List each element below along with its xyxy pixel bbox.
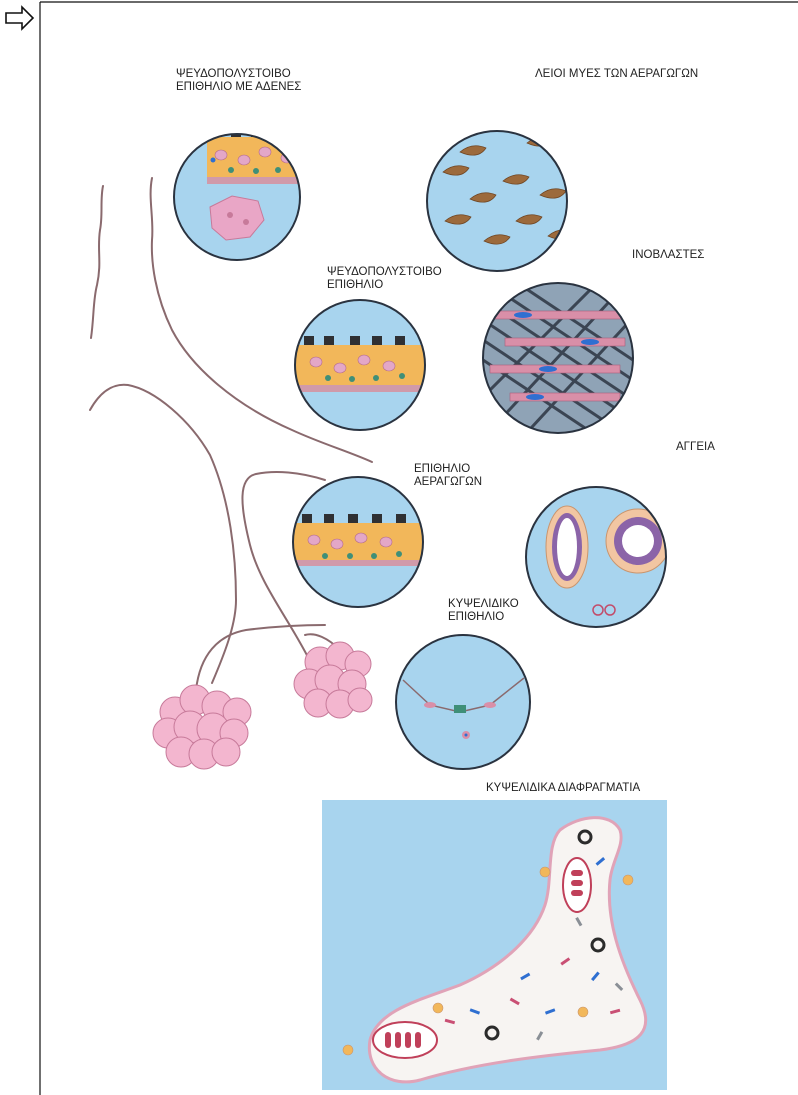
label-fibroblasts: ΙΝΟΒΛΑΣΤΕΣ	[632, 249, 704, 261]
pseudostratified-circle	[290, 300, 430, 430]
vessels-circle	[526, 487, 670, 627]
label-airway-epi-line1: ΕΠΙΘΗΛΙΟ	[414, 463, 470, 475]
label-pseudo-glands-line2: ΕΠΙΘΗΛΙΟ ΜΕ ΑΔΕΝΕΣ	[176, 81, 301, 93]
label-vessels: ΑΓΓΕΙΑ	[676, 441, 715, 453]
label-pseudo-line2: ΕΠΙΘΗΛΙΟ	[327, 279, 383, 291]
label-smooth-muscle: ΛΕΙΟΙ ΜΥΕΣ ΤΩΝ ΑΕΡΑΓΩΓΩΝ	[535, 68, 698, 80]
fibroblasts-circle	[480, 260, 640, 460]
label-alveolar-epi-line1: ΚΥΨΕΛΙΔΙΚΟ	[448, 598, 519, 610]
airway-epithelium-circle	[292, 477, 427, 607]
label-pseudo-glands-line1: ΨΕΥΔΟΠΟΛΥΣΤΟΙΒΟ	[176, 68, 291, 80]
alveolar-epithelium-circle	[396, 635, 530, 769]
label-pseudo-line1: ΨΕΥΔΟΠΟΛΥΣΤΟΙΒΟ	[327, 266, 442, 278]
alveoli-cluster-left	[153, 685, 251, 769]
label-alveolar-epi-line2: ΕΠΙΘΗΛΙΟ	[448, 611, 504, 623]
right-arrow-icon	[6, 7, 33, 29]
alveolar-septa-panel	[322, 800, 667, 1090]
smooth-muscle-circle	[427, 131, 574, 271]
pseudostratified-glands-circle	[174, 128, 312, 260]
label-airway-epi-line2: ΑΕΡΑΓΩΓΩΝ	[414, 476, 482, 488]
label-alveolar-septa: ΚΥΨΕΛΙΔΙΚΑ ΔΙΑΦΡΑΓΜΑΤΙΑ	[486, 782, 640, 794]
